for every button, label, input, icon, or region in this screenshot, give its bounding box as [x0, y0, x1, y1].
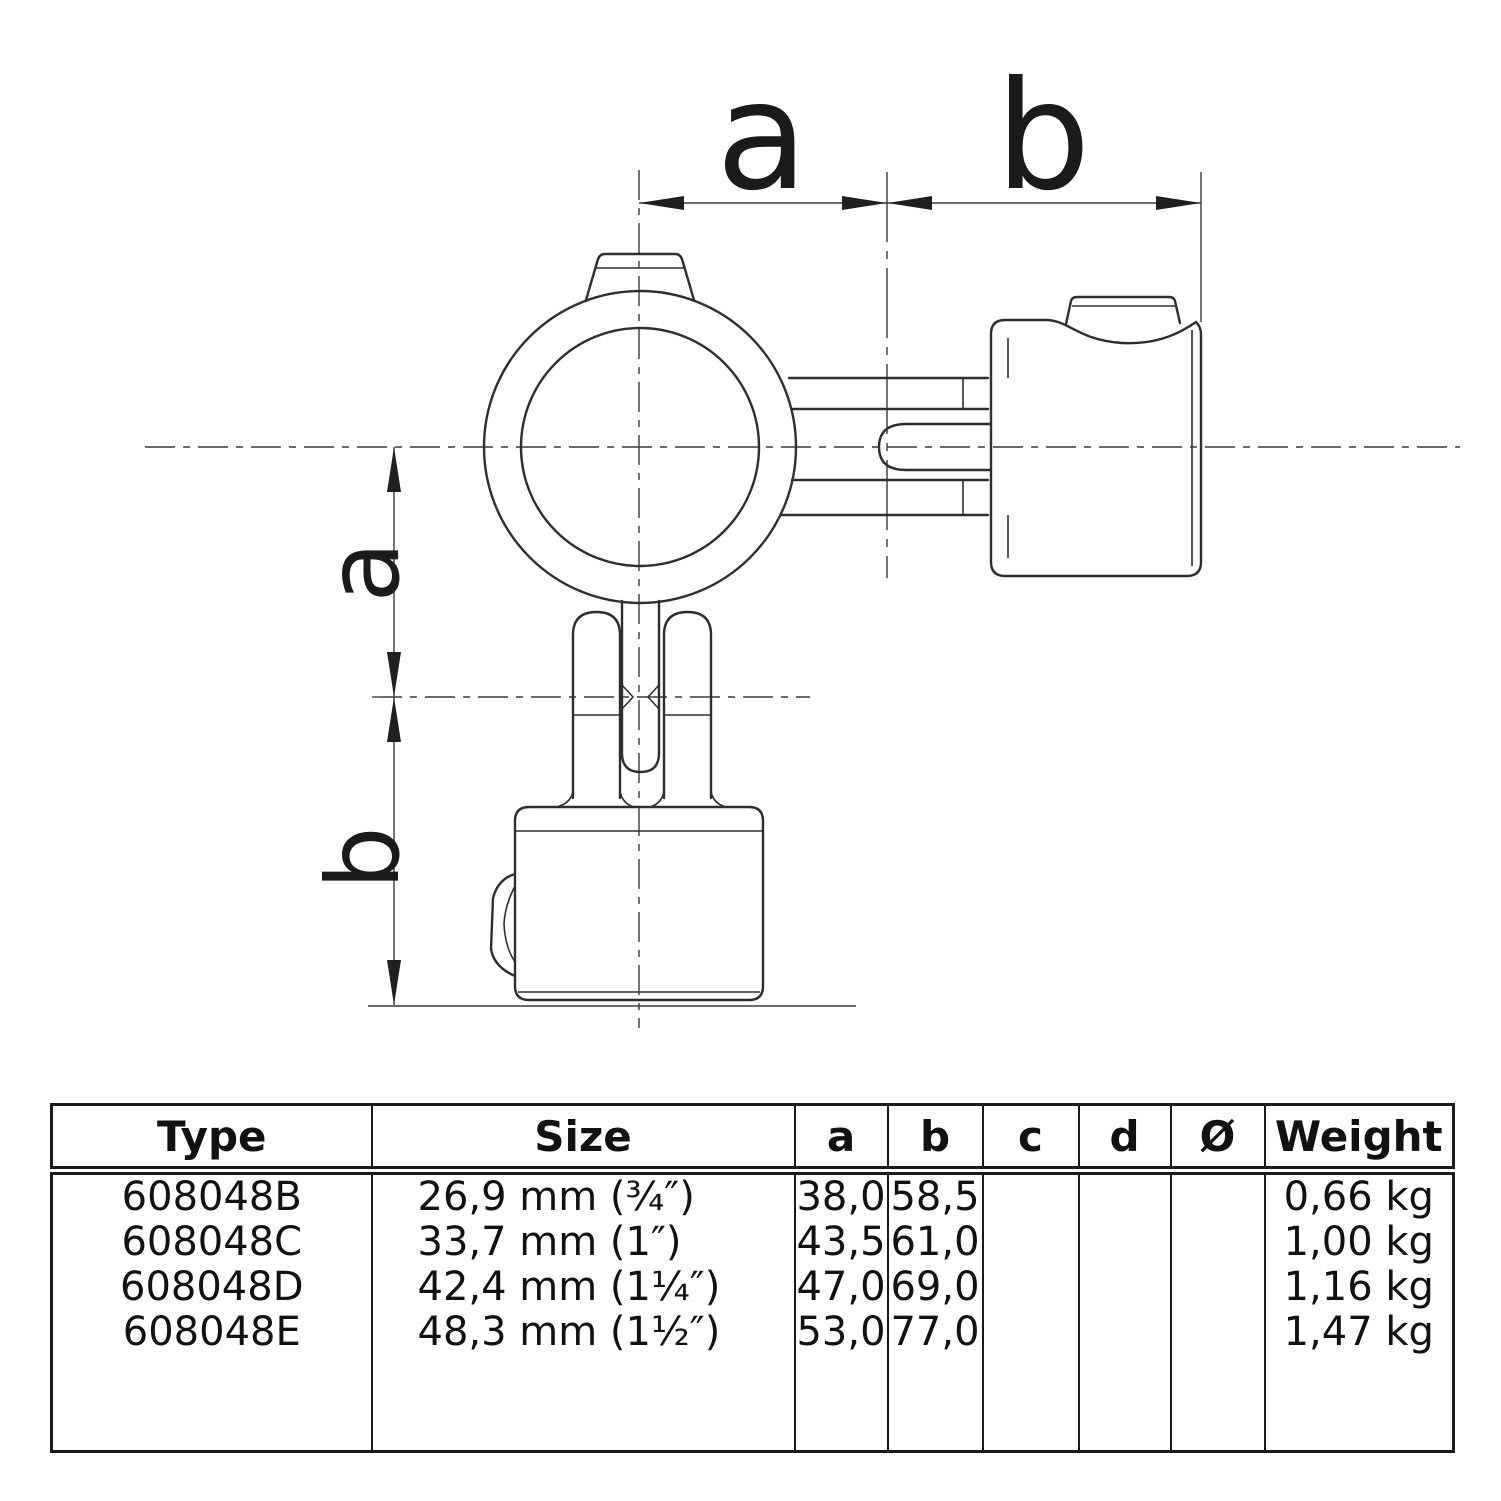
cell-weight: 1,47 kg [1263, 1310, 1455, 1355]
arrowhead [842, 196, 887, 210]
cell-empty [793, 1355, 889, 1452]
cell-size: 42,4 mm (1¼″) [370, 1265, 796, 1310]
dim-label-a-left: a [305, 541, 422, 602]
cell-d [1077, 1265, 1172, 1310]
cell-d [1077, 1310, 1172, 1355]
header-weight: Weight [1263, 1104, 1455, 1175]
cell-dia [1169, 1265, 1266, 1310]
cell-empty [886, 1355, 984, 1452]
cell-type: 608048D [50, 1265, 373, 1310]
cell-d [1077, 1170, 1172, 1220]
cell-b: 61,0 [886, 1220, 984, 1265]
sleeve-bottom-boss [489, 872, 517, 978]
cell-d [1077, 1220, 1172, 1265]
cell-b: 77,0 [886, 1310, 984, 1355]
cell-empty [50, 1355, 373, 1452]
fork-lower [555, 599, 727, 808]
header-a: a [793, 1104, 889, 1175]
cell-size: 26,9 mm (¾″) [370, 1170, 796, 1220]
cell-a: 43,5 [793, 1220, 889, 1265]
cell-c [981, 1170, 1080, 1220]
swivel-fork-right [779, 376, 992, 517]
dim-label-a-top: a [716, 50, 808, 224]
cell-c [981, 1265, 1080, 1310]
arrowhead [387, 697, 401, 742]
cell-weight: 1,16 kg [1263, 1265, 1455, 1310]
dimension-top: a b [639, 50, 1201, 224]
header-c: c [981, 1104, 1080, 1175]
cell-empty [1077, 1355, 1172, 1452]
header-b: b [886, 1104, 984, 1175]
technical-drawing: a b a b [145, 50, 1460, 1028]
cell-a: 47,0 [793, 1265, 889, 1310]
dim-label-b-top: b [995, 50, 1090, 224]
header-d: d [1077, 1104, 1172, 1175]
cell-dia [1169, 1310, 1266, 1355]
arrowhead [1156, 196, 1201, 210]
dim-label-b-left: b [305, 826, 422, 889]
arrowhead [387, 652, 401, 697]
ring-clamp [482, 252, 798, 605]
cell-type: 608048E [50, 1310, 373, 1355]
cell-size: 33,7 mm (1″) [370, 1220, 796, 1265]
cell-type: 608048C [50, 1220, 373, 1265]
table-filler-row [50, 1355, 1455, 1452]
header-size: Size [370, 1104, 796, 1175]
arrowhead [639, 196, 684, 210]
header-type: Type [50, 1104, 373, 1175]
cell-type: 608048B [50, 1170, 373, 1220]
sleeve-right [989, 295, 1203, 578]
arrowhead [387, 960, 401, 1005]
dimension-left: a b [305, 447, 422, 1005]
arrowhead [387, 447, 401, 492]
cell-empty [370, 1355, 796, 1452]
header-diameter: Ø [1169, 1104, 1266, 1175]
cell-empty [1263, 1355, 1455, 1452]
cell-weight: 1,00 kg [1263, 1220, 1455, 1265]
cell-c [981, 1220, 1080, 1265]
cell-weight: 0,66 kg [1263, 1170, 1455, 1220]
table-header-row: Type Size a b c d Ø Weight [50, 1104, 1455, 1175]
cell-empty [981, 1355, 1080, 1452]
cell-b: 58,5 [886, 1170, 984, 1220]
cell-c [981, 1310, 1080, 1355]
swivel-tongue [877, 422, 992, 472]
cell-dia [1169, 1170, 1266, 1220]
cell-empty [1169, 1355, 1266, 1452]
cell-a: 38,0 [793, 1170, 889, 1220]
pin-marker [647, 683, 661, 711]
cell-size: 48,3 mm (1½″) [370, 1310, 796, 1355]
ring-top-lug [584, 252, 696, 302]
sleeve-bottom [489, 805, 765, 1002]
pin-marker [620, 683, 634, 711]
sleeve-right-cap [1064, 295, 1182, 326]
arrowhead [887, 196, 932, 210]
cell-b: 69,0 [886, 1265, 984, 1310]
cell-dia [1169, 1220, 1266, 1265]
ring-tongue [620, 599, 661, 774]
centerlines [145, 170, 1460, 1028]
cell-a: 53,0 [793, 1310, 889, 1355]
